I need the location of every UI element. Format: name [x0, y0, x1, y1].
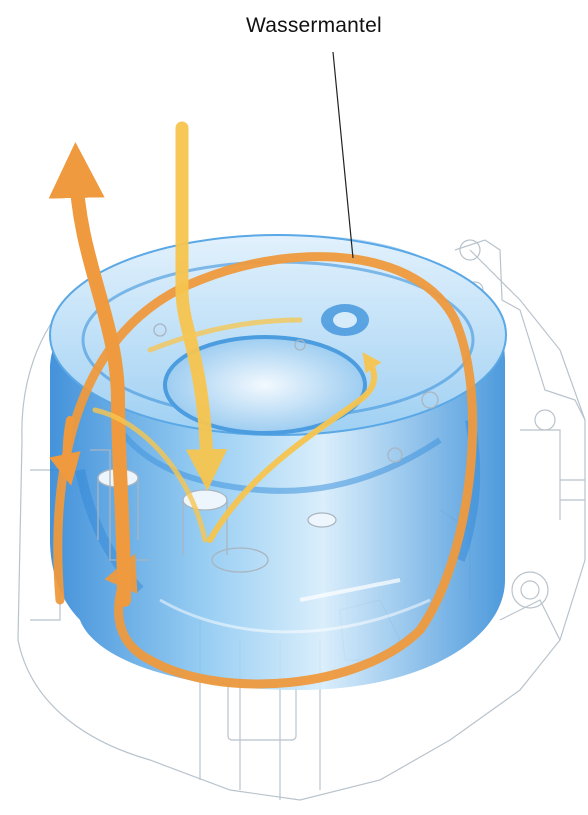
left-down-arrow [67, 420, 70, 470]
water-jacket-leader-line [333, 52, 353, 258]
water-jacket-label: Wassermantel [246, 14, 382, 38]
